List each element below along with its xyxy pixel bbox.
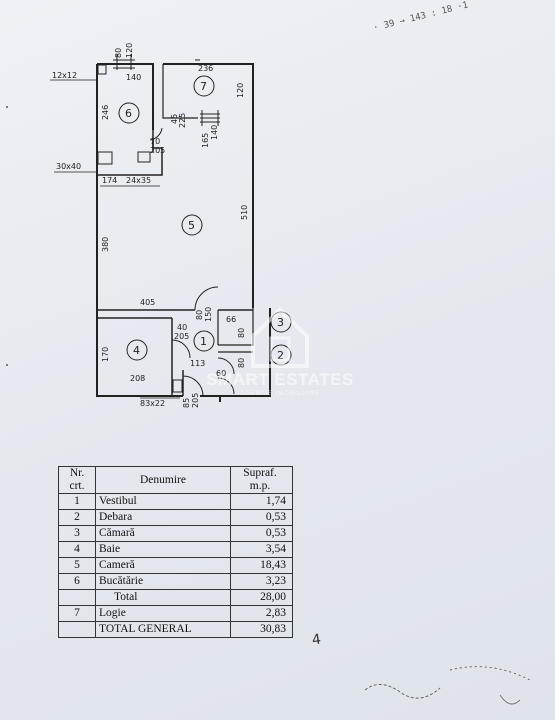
dim-label: 80 <box>195 310 204 320</box>
dim-label: 113 <box>190 359 205 368</box>
room-1-number: 1 <box>200 335 207 348</box>
room-4-number: 4 <box>133 344 140 357</box>
dim-label: 80 <box>114 48 123 58</box>
dim-label: 205 <box>150 146 165 155</box>
room-3-number: 3 <box>277 316 284 329</box>
watermark-brand: SMART ESTATES <box>206 370 354 389</box>
dim-label: 120 <box>236 83 245 98</box>
header-area: Supraf. m.p. <box>230 466 293 494</box>
dim-label: 24x35 <box>126 176 151 185</box>
dim-label: 205 <box>174 332 189 341</box>
header-nr: Nr. crt. <box>58 466 96 494</box>
table-header-row: Nr. crt. Denumire Supraf. m.p. <box>58 466 293 494</box>
room-7-number: 7 <box>200 80 207 93</box>
header-name: Denumire <box>95 466 231 494</box>
dim-label: 150 <box>204 307 213 322</box>
watermark: SMART ESTATES AGENTIE IMOBILIARE <box>200 300 360 410</box>
dim-label: 80 <box>237 328 246 338</box>
stamp-mark <box>364 666 531 705</box>
punch-marks <box>6 106 8 366</box>
dim-label: 205 <box>191 393 200 408</box>
dim-label: 70 <box>150 137 160 146</box>
dim-label: 40 <box>177 323 187 332</box>
watermark-tagline: AGENTIE IMOBILIARE <box>239 391 321 397</box>
dim-label: 225 <box>178 113 187 128</box>
dim-label: 80 <box>237 358 246 368</box>
room-5-number: 5 <box>188 219 195 232</box>
dim-label: 85 <box>182 398 191 408</box>
dim-label: 66 <box>226 315 236 324</box>
handwritten-note: · 39 → 143 : 18 ·1 <box>372 0 470 34</box>
room-6-number: 6 <box>125 107 132 120</box>
floor-plan: 6 7 5 4 1 2 3 80 120 140 236 120 246 12x… <box>50 43 292 408</box>
dim-label: 12x12 <box>52 71 77 80</box>
dim-label: 405 <box>140 298 155 307</box>
dim-label: 165 <box>201 133 210 148</box>
dim-label: 380 <box>101 237 110 252</box>
dim-label: 120 <box>125 43 134 58</box>
room-2-number: 2 <box>277 349 284 362</box>
dim-label: 140 <box>126 73 141 82</box>
margin-mark: 4 <box>310 631 322 649</box>
dim-label: 170 <box>101 347 110 362</box>
dim-label: 174 <box>102 176 117 185</box>
house-logo-icon <box>251 307 309 368</box>
dim-label: 60 <box>216 369 226 378</box>
dim-label: 140 <box>210 125 219 140</box>
dim-label: 236 <box>198 64 213 73</box>
dim-label: 30x40 <box>56 162 81 171</box>
dim-label: 83x22 <box>140 399 165 408</box>
dim-label: 246 <box>101 105 110 120</box>
dim-label: 45 <box>170 114 179 124</box>
dim-label: 510 <box>240 205 249 220</box>
dim-label: 208 <box>130 374 145 383</box>
